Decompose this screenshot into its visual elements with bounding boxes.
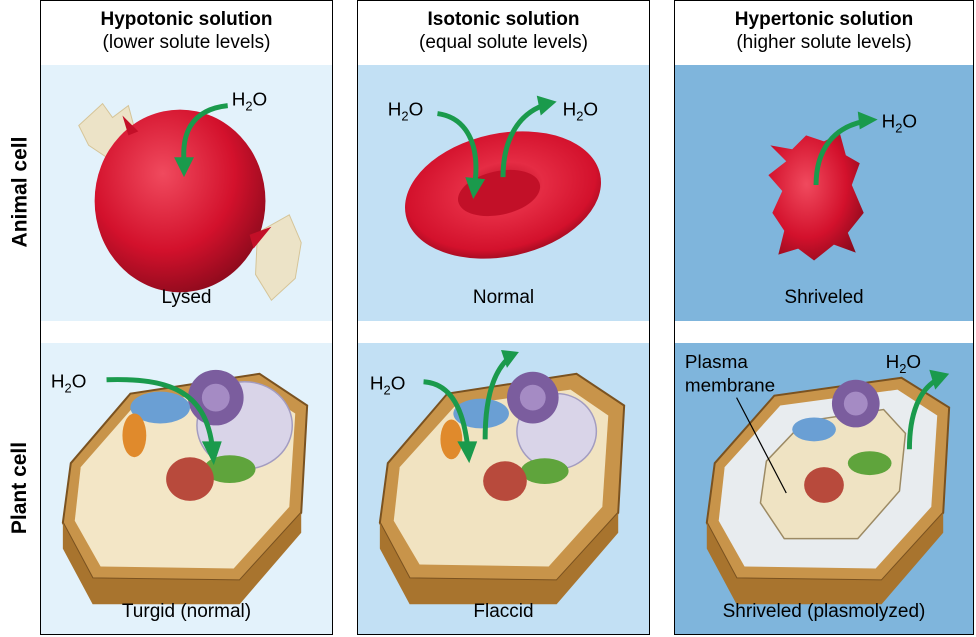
column-subtitle: (lower solute levels)	[102, 32, 271, 53]
panel-plant-isotonic: H2O Flaccid	[358, 343, 649, 634]
panel-plant-hypotonic: H2O Turgid (normal)	[41, 343, 332, 634]
plasma-membrane-label-line2: membrane	[685, 375, 775, 396]
caption-flaccid: Flaccid	[473, 601, 534, 622]
water-label: H2O	[882, 110, 917, 135]
water-label: H2O	[886, 351, 921, 376]
golgi	[792, 417, 836, 442]
turgid-plant-cell-illustration: H2O	[51, 369, 309, 605]
normal-cell-illustration: H2O H2O	[388, 95, 601, 259]
lysed-cell-illustration: H2O	[78, 89, 302, 302]
caption-shriveled: Shriveled	[784, 287, 864, 308]
water-arrow	[906, 377, 939, 450]
water-label: H2O	[232, 89, 267, 114]
plasma-membrane-pointer	[736, 397, 787, 494]
column-subtitle: (equal solute levels)	[419, 32, 588, 53]
column-header: Isotonic solution (equal solute levels)	[358, 1, 649, 65]
column-title: Isotonic solution	[427, 9, 580, 30]
mitochondrion	[804, 467, 844, 503]
row-label-plant: Plant cell	[8, 441, 32, 534]
water-arrow-in	[423, 379, 470, 444]
panel-plant-hypertonic: Plasma membrane H2O Shriveled (plasmolyz…	[675, 343, 973, 634]
plasma-membrane-label-line1: Plasma	[685, 351, 748, 372]
water-arrow	[181, 103, 229, 162]
flaccid-plant-cell-illustration: H2O	[370, 349, 626, 605]
water-label: H2O	[51, 371, 86, 396]
caption-plasmolyzed: Shriveled (plasmolyzed)	[722, 601, 926, 622]
water-label-out: H2O	[563, 99, 598, 124]
water-arrow	[106, 377, 215, 444]
golgi	[453, 398, 509, 429]
plasmolyzed-plant-cell-illustration: Plasma membrane H2O	[685, 351, 951, 605]
row-label-animal: Animal cell	[8, 136, 32, 248]
caption-turgid: Turgid (normal)	[121, 601, 252, 622]
panel-animal-hypertonic: H2O Shriveled	[675, 65, 973, 321]
panel-animal-hypotonic: H2O Lysed	[41, 65, 332, 321]
water-arrow-out	[482, 356, 511, 440]
column-subtitle: (higher solute levels)	[736, 32, 912, 53]
cytoplasm-leak-right	[255, 214, 302, 302]
golgi	[130, 391, 190, 424]
caption-normal: Normal	[472, 287, 535, 308]
mitochondrion	[483, 461, 527, 501]
water-arrow-in	[436, 111, 479, 182]
column-header: Hypotonic solution (lower solute levels)	[41, 1, 332, 65]
water-arrow	[813, 119, 865, 186]
column-hypertonic: Hypertonic solution (higher solute level…	[674, 0, 974, 635]
shriveled-red-blood-cell	[768, 133, 864, 261]
column-title: Hypotonic solution	[100, 9, 273, 30]
shriveled-cell-illustration: H2O	[768, 110, 917, 261]
column-title: Hypertonic solution	[734, 9, 914, 30]
chloroplast	[847, 451, 892, 476]
panel-animal-isotonic: H2O H2O Normal	[358, 65, 649, 321]
water-label: H2O	[370, 373, 405, 398]
water-label-in: H2O	[388, 99, 423, 124]
chloroplast	[203, 455, 256, 484]
mitochondrion	[166, 457, 214, 501]
column-hypotonic: Hypotonic solution (lower solute levels)…	[40, 0, 333, 635]
chloroplast	[520, 458, 569, 485]
water-arrow-out	[500, 103, 544, 178]
column-isotonic: Isotonic solution (equal solute levels) …	[357, 0, 650, 635]
lysed-red-blood-cell	[94, 109, 266, 293]
caption-lysed: Lysed	[161, 287, 212, 308]
column-header: Hypertonic solution (higher solute level…	[675, 1, 973, 65]
